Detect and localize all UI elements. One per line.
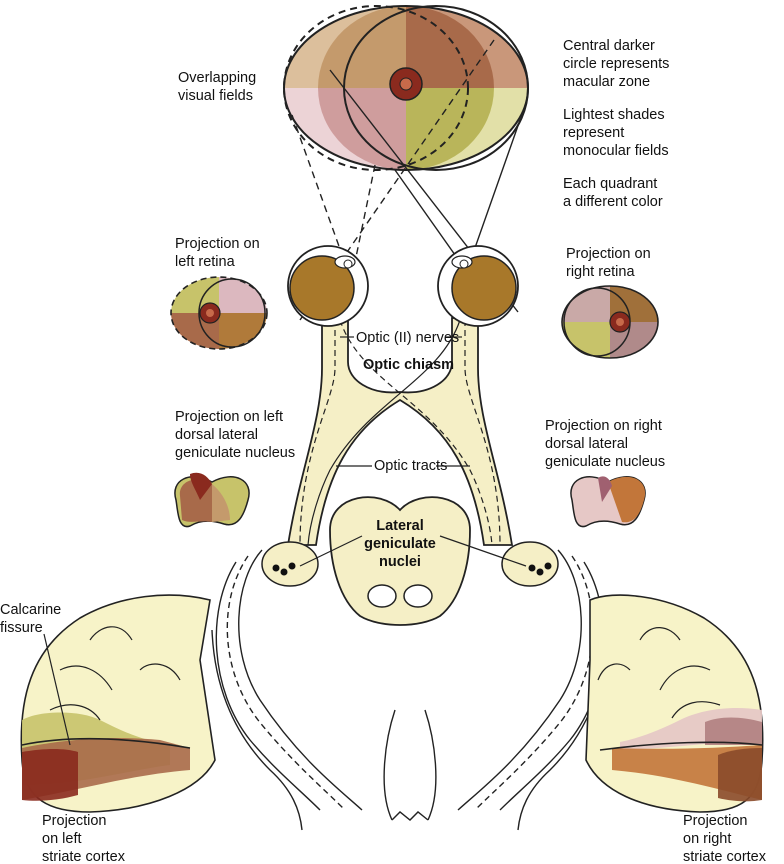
- label-line: on right: [683, 831, 731, 847]
- label-line: Projection: [42, 813, 106, 829]
- label-line: Central darker: [563, 38, 655, 54]
- left-lgn: [261, 541, 319, 587]
- label-line: Projection on left: [175, 409, 283, 425]
- label-projection-left-retina: Projection on left retina: [175, 236, 260, 270]
- label-line: Calcarine: [0, 602, 61, 618]
- right-retina-projection: [561, 285, 659, 359]
- left-lgn-projection: [174, 472, 250, 528]
- label-each-quadrant: Each quadrant a different color: [563, 176, 663, 210]
- label-projection-right-retina: Projection on right retina: [566, 246, 651, 280]
- label-line: Projection on: [566, 246, 651, 262]
- label-line: Lightest shades: [563, 107, 665, 123]
- visual-field-ellipse: [283, 5, 529, 171]
- label-line: macular zone: [563, 74, 650, 90]
- label-projection-right-cortex: Projection on right striate cortex: [683, 813, 767, 864]
- label-line: geniculate nucleus: [545, 454, 665, 470]
- label-line: dorsal lateral: [545, 436, 628, 452]
- label-line: right retina: [566, 264, 635, 280]
- optic-radiations: [211, 549, 609, 831]
- label-overlapping-visual-fields: Overlapping visual fields: [178, 70, 256, 104]
- label-projection-left-cortex: Projection on left striate cortex: [42, 813, 126, 864]
- right-lgn: [501, 541, 559, 587]
- label-line: circle represents: [563, 56, 669, 72]
- label-central-macular: Central darker circle represents macular…: [563, 38, 669, 90]
- right-eye: [437, 245, 519, 327]
- label-line: visual fields: [178, 88, 253, 104]
- label-optic-tracts: Optic tracts: [374, 458, 447, 474]
- right-striate-cortex: [585, 594, 764, 813]
- label-line: on left: [42, 831, 82, 847]
- label-lightest-shades: Lightest shades represent monocular fiel…: [563, 107, 669, 159]
- label-optic-chiasm: Optic chiasm: [363, 357, 454, 373]
- left-eye: [287, 245, 369, 327]
- label-line: dorsal lateral: [175, 427, 258, 443]
- left-striate-cortex: [20, 594, 216, 813]
- midbrain-section: [329, 496, 471, 626]
- label-line: Projection: [683, 813, 747, 829]
- label-line: Projection on: [175, 236, 260, 252]
- optic-pathway: [286, 317, 514, 546]
- right-lgn-projection: [570, 476, 646, 528]
- label-line: Overlapping: [178, 70, 256, 86]
- label-line: a different color: [563, 194, 663, 210]
- label-optic-nerves: Optic (II) nerves: [356, 330, 459, 346]
- label-line: Lateral: [376, 518, 424, 534]
- label-line: Each quadrant: [563, 176, 657, 192]
- label-line: represent: [563, 125, 624, 141]
- label-projection-left-lgn: Projection on left dorsal lateral genicu…: [175, 409, 295, 461]
- label-projection-right-lgn: Projection on right dorsal lateral genic…: [545, 418, 665, 470]
- label-line: monocular fields: [563, 143, 669, 159]
- label-line: geniculate nucleus: [175, 445, 295, 461]
- label-line: Projection on right: [545, 418, 662, 434]
- label-line: left retina: [175, 254, 236, 270]
- leader-lines: [299, 336, 527, 567]
- label-line: nuclei: [379, 554, 421, 570]
- label-line: striate cortex: [42, 849, 126, 864]
- label-line: striate cortex: [683, 849, 767, 864]
- label-lateral-geniculate-nuclei: Lateral geniculate nuclei: [364, 518, 436, 570]
- left-retina-projection: [170, 276, 268, 350]
- label-line: fissure: [0, 620, 43, 636]
- label-calcarine-fissure: Calcarine fissure: [0, 602, 61, 636]
- label-line: geniculate: [364, 536, 436, 552]
